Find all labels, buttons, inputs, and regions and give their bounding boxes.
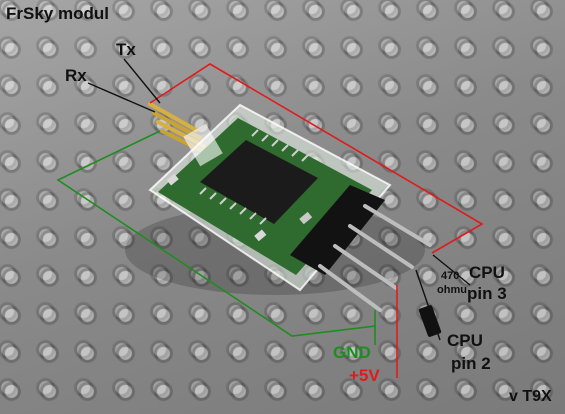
cpu-pin2-label-line1: CPU [447,331,483,350]
model-label: v T9X [509,388,552,405]
resistor-unit-label: ohmu [437,284,467,296]
smd-component [166,173,179,186]
module-title: FrSky modul [6,4,109,23]
cpu-pin3-label-line2: pin 3 [467,284,507,303]
vcc-wire-outline [149,63,484,254]
smd-component [254,229,267,242]
rx-label: Rx [65,66,87,85]
ic-chip [200,140,318,224]
front-connector [290,185,385,275]
smd-component [299,211,313,225]
gnd-label: GND [333,343,371,362]
resistor-470 [418,305,442,337]
resistor-value-label: 470 [441,270,460,282]
gnd-wire-outline [56,130,376,337]
cpu-pin2-label-line2: pin 2 [451,354,491,373]
front-pins [318,204,432,312]
tx-label: Tx [116,40,136,59]
ic-chip-legs [199,129,309,225]
cpu-pin3-label-line1: CPU [469,263,505,282]
back-header-block [183,123,223,167]
plus5v-label: +5V [349,366,380,385]
